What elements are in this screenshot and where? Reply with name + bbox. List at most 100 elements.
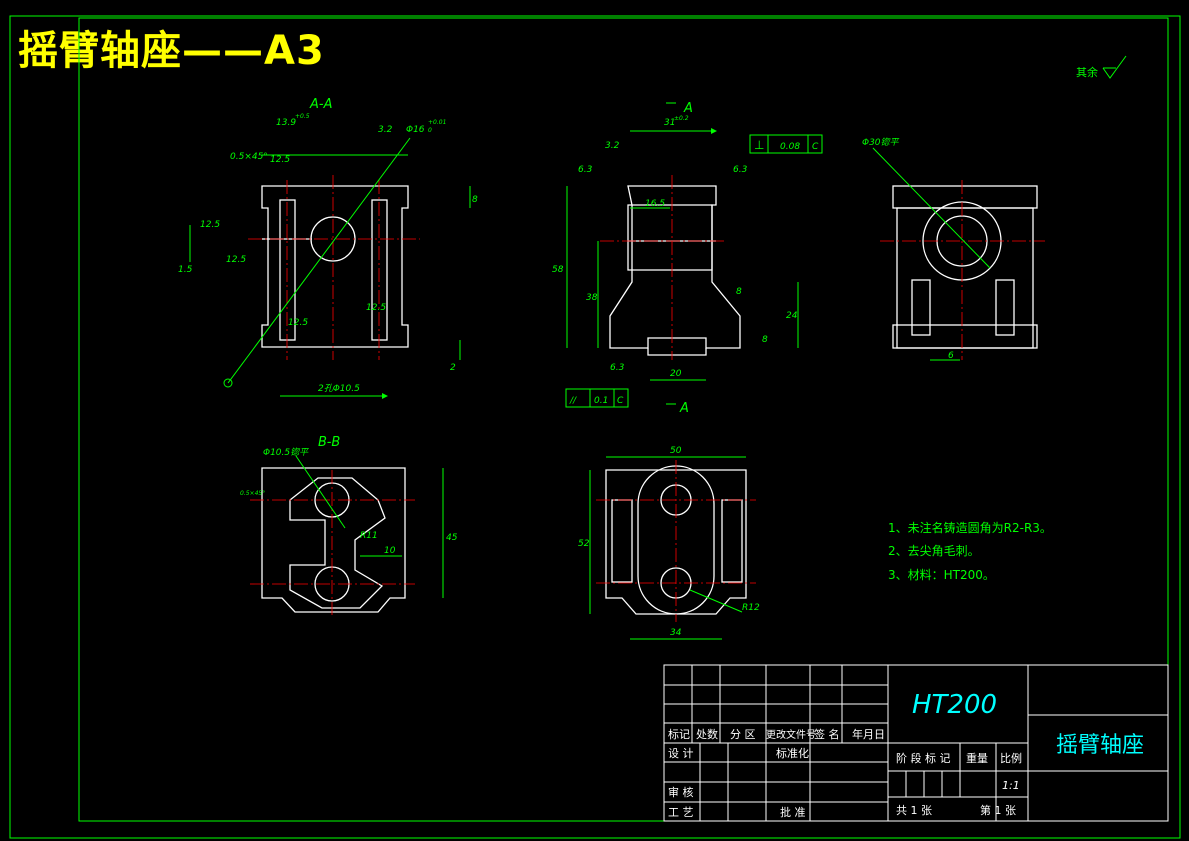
scale-value: 1:1 bbox=[1002, 779, 1020, 792]
row-approve: 批 准 bbox=[780, 805, 806, 819]
dim-front-8: 38 bbox=[586, 293, 598, 303]
tol-perp-datum: C bbox=[812, 142, 819, 152]
bottom-outline bbox=[605, 469, 747, 615]
bottom-rib-right bbox=[721, 499, 743, 583]
dim-aa-4: 8 bbox=[472, 195, 478, 205]
sheet-total: 共 1 张 bbox=[896, 804, 932, 817]
dim-bottom-4: R12 bbox=[742, 603, 760, 613]
roughness-note: 其余 bbox=[1076, 65, 1098, 79]
dim-aa-7: 1.5 bbox=[178, 265, 193, 275]
tol-box-perp bbox=[749, 134, 823, 154]
page-title: 摇臂轴座——A3 bbox=[18, 28, 325, 74]
dim-aa-1: 13.9 bbox=[276, 118, 296, 128]
bb-leader bbox=[295, 455, 346, 529]
front-base-slot bbox=[647, 348, 707, 356]
side-base bbox=[892, 324, 1038, 349]
dim-front-5: 6.3 bbox=[733, 165, 748, 175]
dim-front-11: 8 bbox=[762, 335, 768, 345]
bottom-rib-left bbox=[611, 499, 633, 583]
dim-bb-5: 45 bbox=[446, 533, 458, 543]
row-process: 工 艺 bbox=[668, 806, 694, 819]
dim-front-6: 16.5 bbox=[645, 199, 665, 209]
dim-aa-8: 12.5 bbox=[288, 318, 308, 328]
dim-bb-1: Φ10.5锪平 bbox=[263, 447, 309, 458]
section-aa-leader bbox=[227, 137, 411, 384]
dim-bb-3: R11 bbox=[360, 531, 378, 541]
dim-front-4: 6.3 bbox=[578, 165, 593, 175]
outer-frame bbox=[9, 15, 1181, 839]
scale-label: 比例 bbox=[1000, 751, 1022, 765]
weight-label: 重量 bbox=[966, 751, 988, 765]
dim-aa-tol-lower: 0 bbox=[428, 127, 432, 134]
dim-front-9: 24 bbox=[786, 311, 798, 321]
tol-perp-value: 0.08 bbox=[780, 142, 800, 152]
side-view: Φ30锪平 6 bbox=[862, 137, 1045, 361]
dim-aa-tol-small: +0.5 bbox=[295, 113, 310, 120]
hdr-cell-5: 签 名 bbox=[814, 727, 840, 741]
hdr-cell-4: 更改文件号 bbox=[766, 728, 816, 741]
dim-bottom-2: 52 bbox=[578, 539, 590, 549]
section-bb-label: B-B bbox=[318, 435, 340, 450]
dim-aa-13: 2孔Φ10.5 bbox=[318, 383, 360, 394]
dim-bottom-1: 50 bbox=[670, 446, 682, 456]
section-mark-top: A bbox=[683, 101, 693, 116]
front-view: A A 31 ±0.2 3.2 6.3 6.3 16.5 58 38 24 8 … bbox=[552, 101, 823, 416]
note-1: 1、未注名铸造圆角为R2-R3。 bbox=[888, 520, 1052, 535]
section-aa-bore-right bbox=[371, 199, 388, 341]
side-top bbox=[892, 185, 1038, 209]
dim-aa-tol-upper: +0.01 bbox=[428, 119, 446, 126]
dim-front-3: 3.2 bbox=[605, 141, 620, 151]
section-aa-body bbox=[261, 185, 409, 348]
hdr-cell-6: 年月日 bbox=[852, 727, 885, 741]
dim-aa-6: 12.5 bbox=[226, 255, 246, 265]
section-aa-label: A-A bbox=[309, 97, 332, 112]
tol-perp-symbol: ⊥ bbox=[754, 138, 764, 152]
inner-frame bbox=[78, 17, 1169, 822]
dim-bb-4: 10 bbox=[384, 546, 396, 556]
dim-aa-3: Φ16 bbox=[406, 125, 425, 135]
dim-front-2: ±0.2 bbox=[674, 115, 689, 122]
dim-aa-2: 0.5×45° bbox=[230, 152, 268, 162]
title-block: HT200 摇臂轴座 标记 处数 分 区 更改文件号 签 名 年月日 设 计 标… bbox=[663, 664, 1169, 822]
dim-front-13: 6.3 bbox=[610, 363, 625, 373]
side-body bbox=[896, 207, 1034, 349]
dim-aa-10: 12.5 bbox=[270, 155, 290, 165]
section-bb-view: B-B Φ10.5锪平 0.5×45° R11 10 45 bbox=[240, 435, 458, 615]
dim-front-7: 58 bbox=[552, 265, 564, 275]
note-3: 3、材料：HT200。 bbox=[888, 568, 995, 582]
section-bb-hatched bbox=[289, 477, 386, 609]
dim-aa-12: 2 bbox=[450, 363, 456, 373]
section-bb-outline bbox=[261, 467, 406, 613]
dim-front-12: 20 bbox=[670, 369, 682, 379]
dim-aa-5: 12.5 bbox=[200, 220, 220, 230]
dim-aa-9: 12.5 bbox=[366, 303, 386, 313]
tol-par-value: 0.1 bbox=[594, 396, 608, 406]
sheet-no: 第 1 张 bbox=[980, 803, 1016, 817]
side-rib-left bbox=[911, 279, 931, 336]
dim-side-1: Φ30锪平 bbox=[862, 137, 900, 148]
front-body bbox=[609, 204, 741, 349]
part-name: 摇臂轴座 bbox=[1056, 733, 1144, 758]
hdr-cell-1: 标记 bbox=[668, 727, 690, 741]
note-2: 2、去尖角毛刺。 bbox=[888, 544, 980, 558]
row-design: 设 计 bbox=[668, 747, 694, 760]
dim-side-2: 6 bbox=[948, 351, 954, 361]
bottom-leader bbox=[689, 589, 743, 613]
hdr-cell-3: 分 区 bbox=[730, 728, 756, 741]
section-aa-bore-left bbox=[279, 199, 296, 341]
dim-bb-2: 0.5×45° bbox=[240, 490, 265, 497]
bottom-view: 50 52 34 R12 bbox=[578, 446, 760, 640]
dim-front-10: 8 bbox=[736, 287, 742, 297]
dim-aa-11: 3.2 bbox=[378, 125, 393, 135]
row-standard: 标准化 bbox=[776, 746, 809, 760]
dim-front-1: 31 bbox=[664, 118, 675, 128]
side-rib-right bbox=[995, 279, 1015, 336]
row-review: 审 核 bbox=[668, 785, 694, 799]
tol-par-datum: C bbox=[617, 396, 624, 406]
datum-circle bbox=[223, 378, 233, 388]
dim-bottom-3: 34 bbox=[670, 628, 682, 638]
section-mark-bottom: A bbox=[679, 401, 689, 416]
roughness-symbol bbox=[1102, 55, 1127, 79]
material-label: HT200 bbox=[912, 690, 997, 720]
